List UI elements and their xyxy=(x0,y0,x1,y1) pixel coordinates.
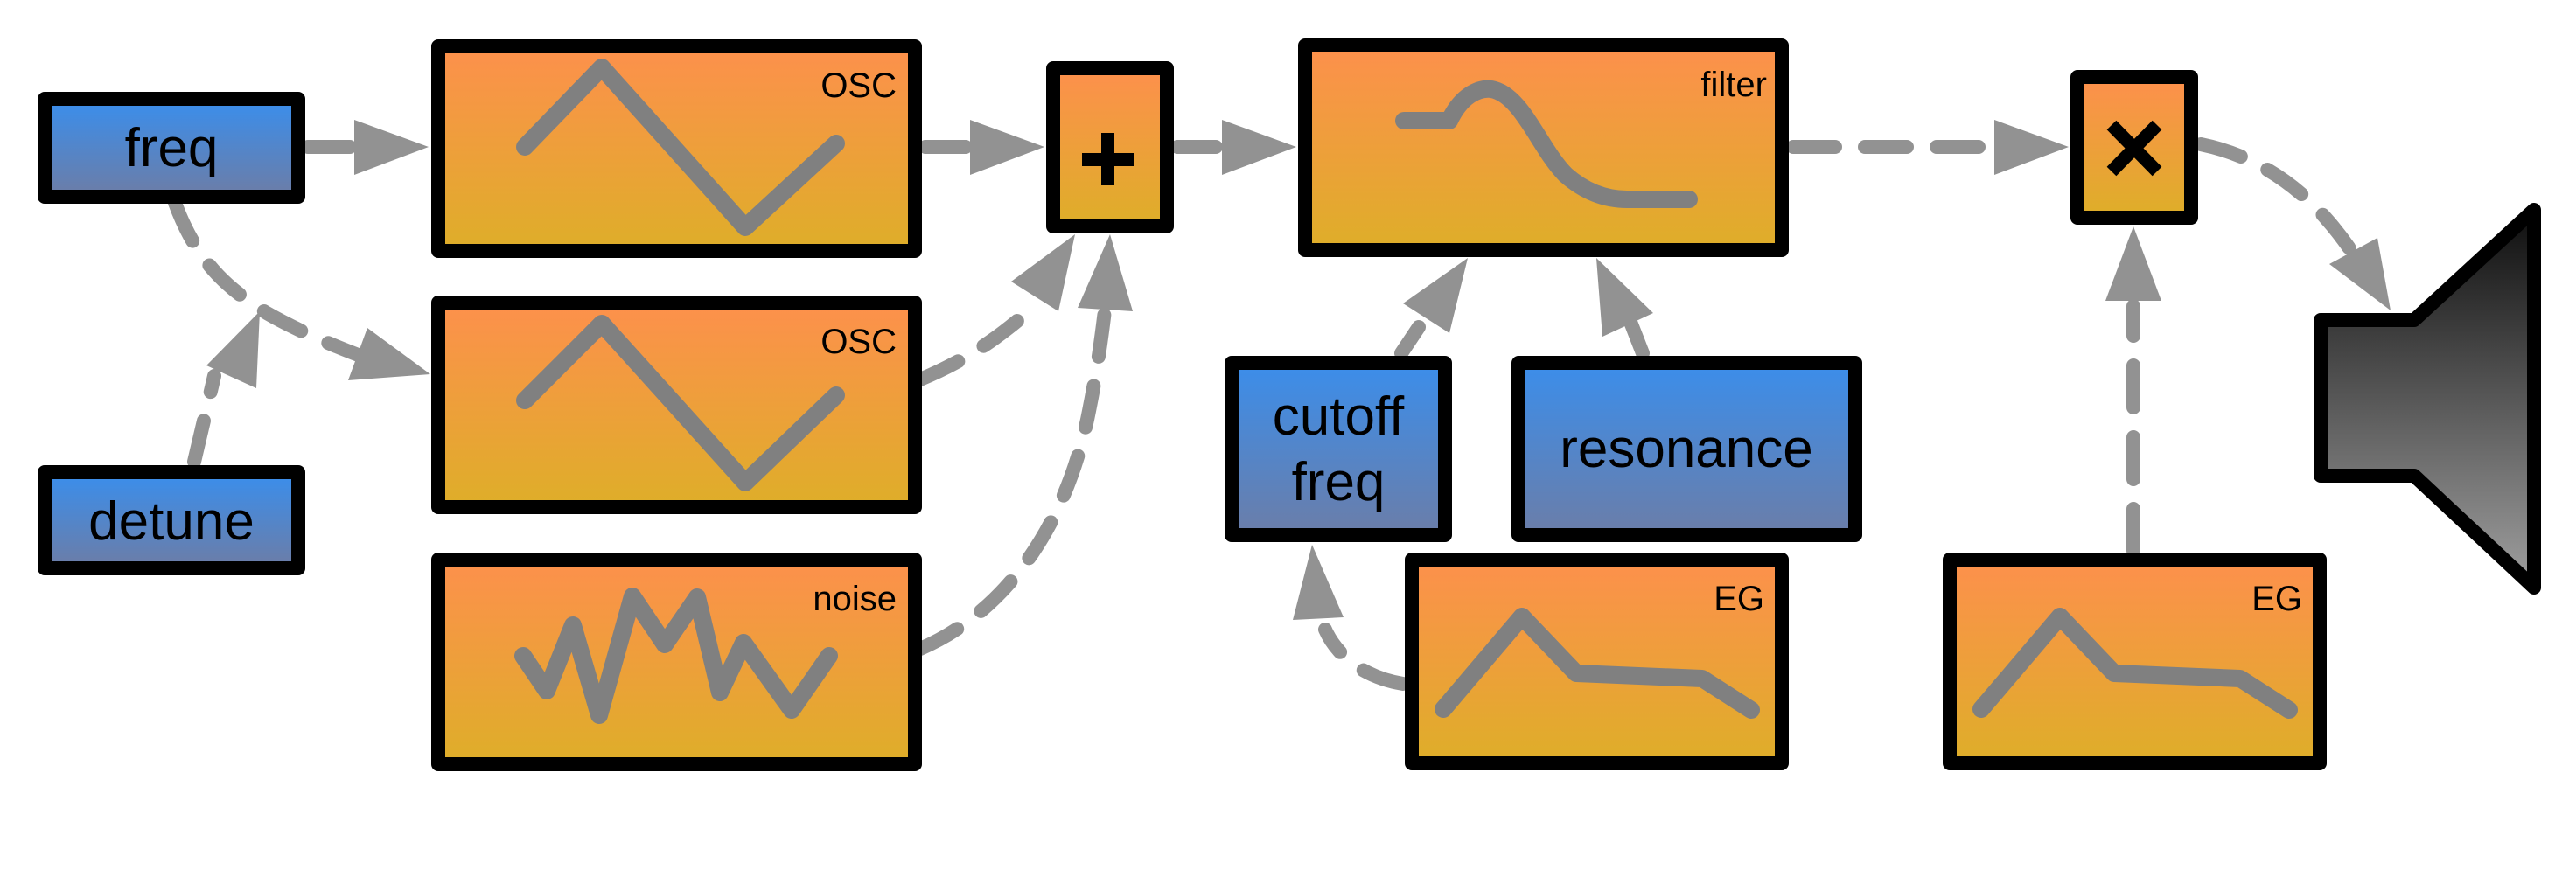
module-noise[interactable]: noise xyxy=(431,553,922,771)
arrowhead-icon xyxy=(1403,258,1468,333)
module-eg-filter[interactable]: EG xyxy=(1405,553,1789,770)
arrowhead-icon xyxy=(1596,258,1653,337)
module-mixer[interactable] xyxy=(1046,61,1174,233)
speaker-icon xyxy=(2314,203,2541,595)
plus-icon xyxy=(1082,133,1134,185)
control-detune-label: detune xyxy=(88,491,255,552)
noise-wave-icon xyxy=(514,588,838,724)
module-vca[interactable] xyxy=(2070,70,2198,225)
wire-detune-to-osc2[interactable] xyxy=(187,311,260,469)
wire-vca-to-speaker[interactable] xyxy=(2194,137,2391,310)
control-cutoff-label-line1: cutoff xyxy=(1273,386,1405,447)
arrowhead-icon xyxy=(206,311,260,388)
wire-freq-to-osc2[interactable] xyxy=(168,196,430,380)
control-cutoff-freq[interactable]: cutoff freq xyxy=(1225,356,1452,542)
module-eg-filter-label: EG xyxy=(1714,580,1764,618)
control-cutoff-label-line2: freq xyxy=(1292,452,1386,512)
speaker-output[interactable] xyxy=(2314,203,2541,595)
module-osc1[interactable]: OSC xyxy=(431,39,922,258)
control-freq-label: freq xyxy=(125,118,219,178)
arrowhead-icon xyxy=(970,120,1044,175)
wire-noise-to-mixer[interactable] xyxy=(913,234,1133,656)
module-osc1-label: OSC xyxy=(820,66,897,105)
connections xyxy=(168,120,2391,691)
wire-filter-to-vca[interactable] xyxy=(1786,120,2069,175)
triangle-wave-icon xyxy=(516,59,845,236)
module-noise-label: noise xyxy=(813,580,897,618)
arrowhead-icon xyxy=(1994,120,2069,175)
arrowhead-icon xyxy=(2105,226,2161,301)
control-detune[interactable]: detune xyxy=(38,465,305,575)
module-filter[interactable]: filter xyxy=(1298,38,1789,257)
arrowhead-icon xyxy=(1011,234,1075,311)
wire-mixer-to-filter[interactable] xyxy=(1170,120,1296,175)
triangle-wave-icon xyxy=(516,315,845,491)
arrowhead-icon xyxy=(1222,120,1296,175)
arrowhead-icon xyxy=(1293,545,1344,620)
multiply-icon xyxy=(2106,120,2162,177)
arrowhead-icon xyxy=(354,120,429,175)
module-filter-label: filter xyxy=(1700,66,1767,104)
module-eg-amp-label: EG xyxy=(2251,580,2302,618)
arrowhead-icon xyxy=(348,328,430,380)
control-resonance-label: resonance xyxy=(1560,419,1813,479)
envelope-icon xyxy=(1435,608,1760,719)
wire-eg-to-cutoff[interactable] xyxy=(1293,545,1410,691)
wire-eg-to-vca[interactable] xyxy=(2105,226,2161,558)
wire-freq-to-osc1[interactable] xyxy=(301,120,429,175)
wire-resonance-to-filter[interactable] xyxy=(1596,258,1653,360)
filter-curve-icon xyxy=(1395,80,1698,208)
control-freq[interactable]: freq xyxy=(38,92,305,204)
arrowhead-icon xyxy=(1078,234,1133,311)
wire-osc2-to-mixer[interactable] xyxy=(913,234,1075,386)
control-resonance[interactable]: resonance xyxy=(1511,356,1862,542)
wire-cutoff-to-filter[interactable] xyxy=(1394,258,1468,360)
wire-osc1-to-mixer[interactable] xyxy=(918,120,1044,175)
module-osc2[interactable]: OSC xyxy=(431,296,922,514)
arrowhead-icon xyxy=(2329,238,2391,310)
envelope-icon xyxy=(1972,608,2298,719)
module-eg-amp[interactable]: EG xyxy=(1943,553,2327,770)
module-osc2-label: OSC xyxy=(820,323,897,361)
